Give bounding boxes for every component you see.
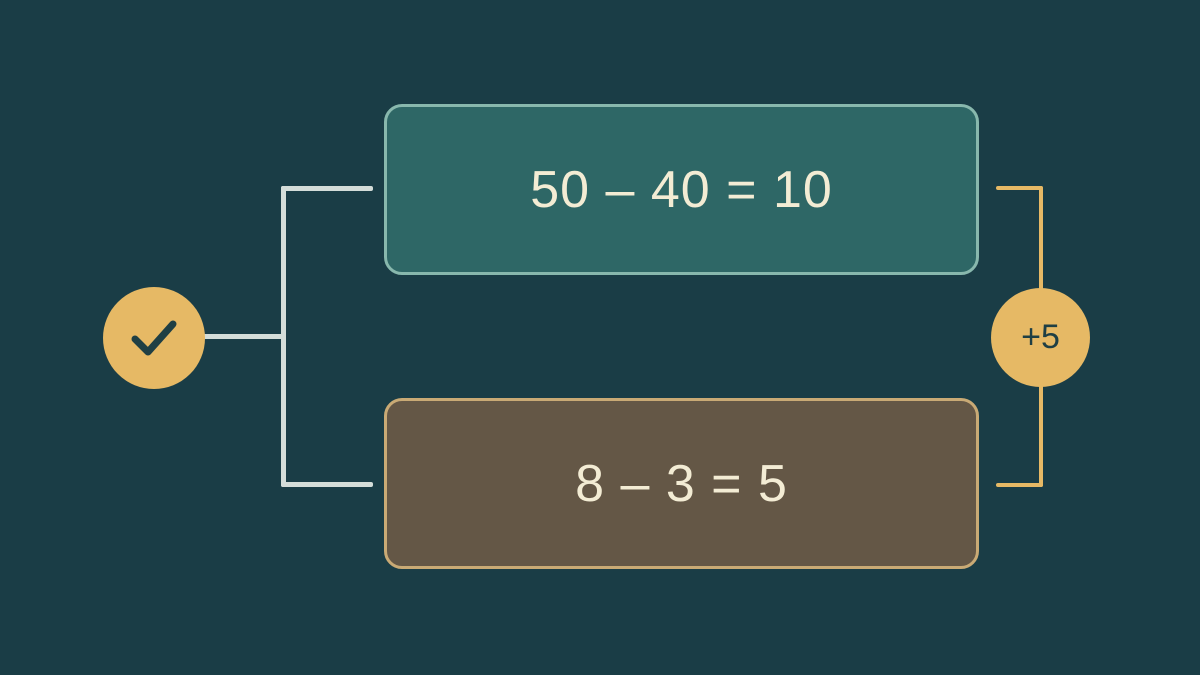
difference-badge: +5: [991, 288, 1090, 387]
check-icon: [131, 320, 177, 356]
bracket-bottom-arm: [996, 483, 1043, 487]
difference-badge-text: +5: [1021, 318, 1060, 356]
check-connector-line: [200, 334, 286, 339]
bottom-equation-box: 8 – 3 = 5: [384, 398, 979, 569]
tree-bottom-branch: [281, 482, 373, 487]
tree-top-branch: [281, 186, 373, 191]
tree-vertical-line: [281, 186, 286, 487]
top-equation-box: 50 – 40 = 10: [384, 104, 979, 275]
bottom-equation-text: 8 – 3 = 5: [575, 454, 788, 513]
top-equation-text: 50 – 40 = 10: [530, 160, 833, 219]
check-badge: [103, 287, 205, 389]
bracket-top-arm: [996, 186, 1043, 190]
